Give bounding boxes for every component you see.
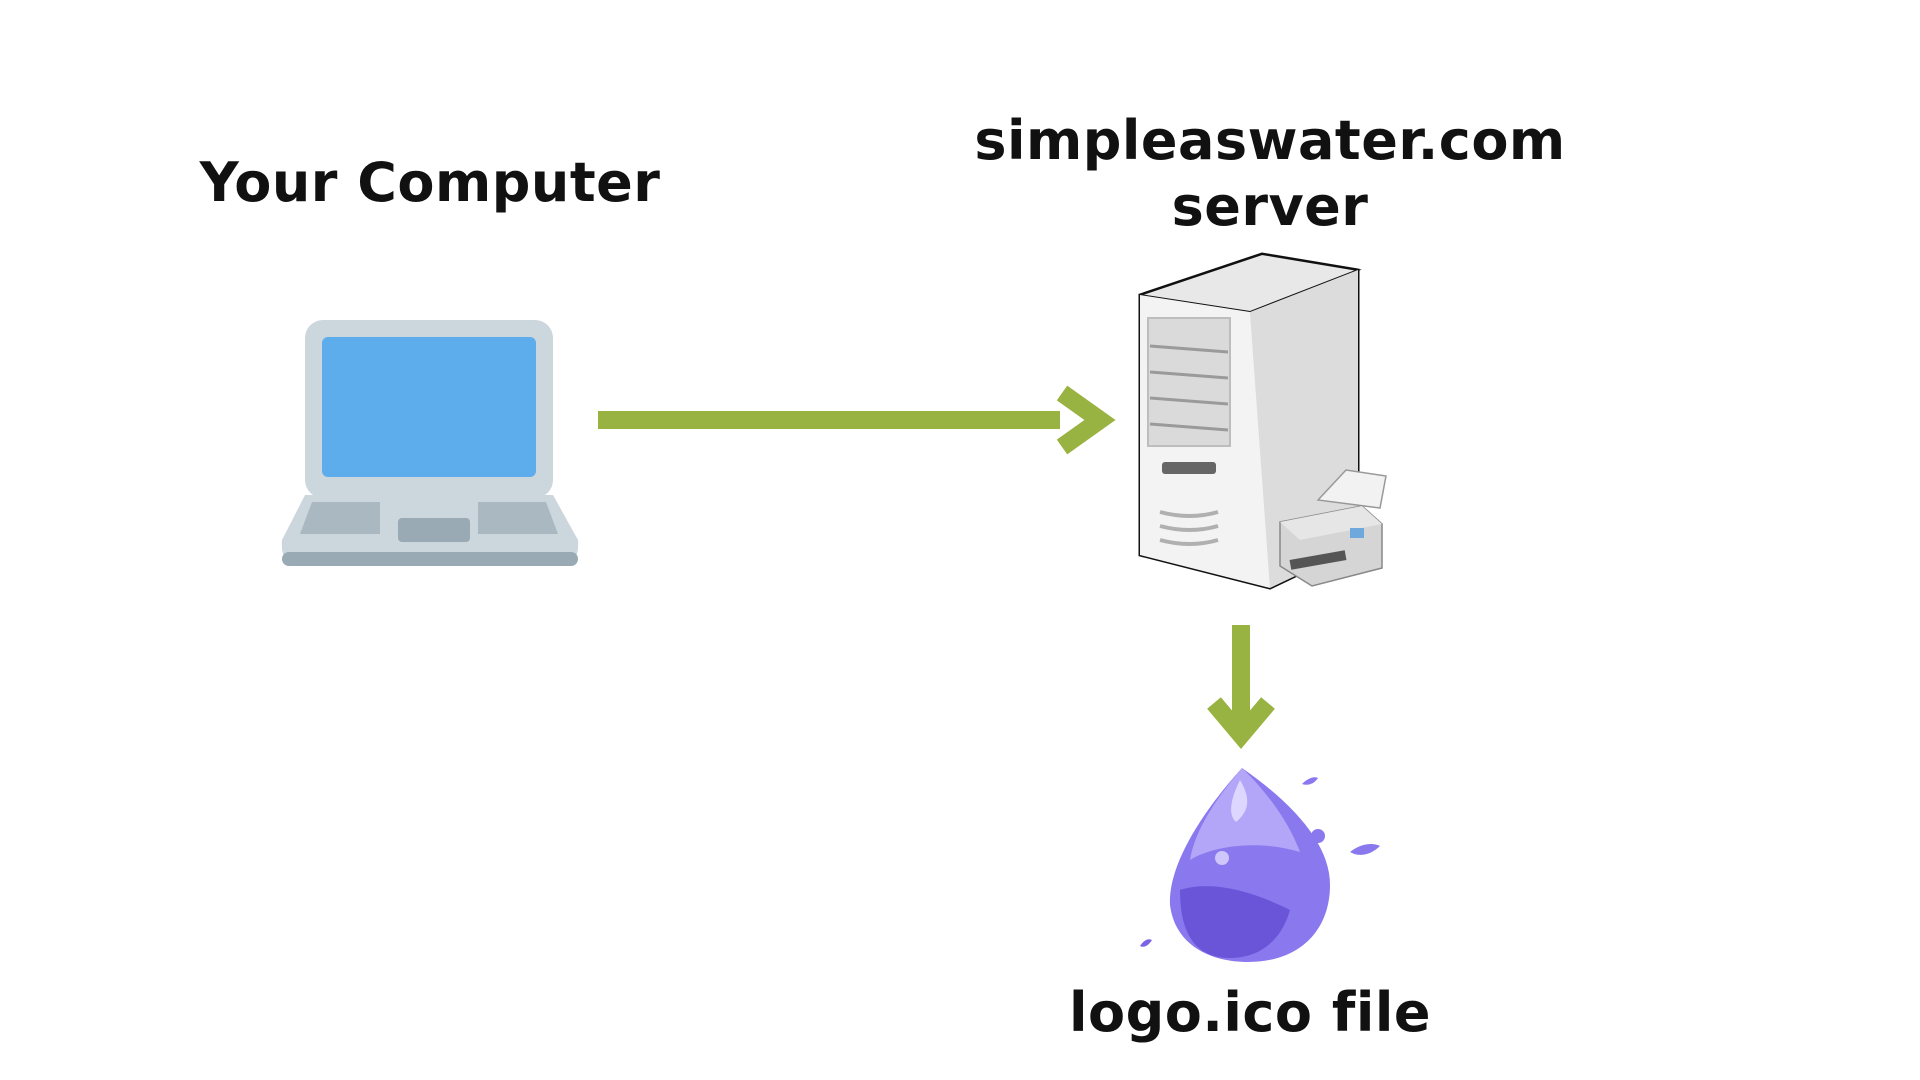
server-label-line2: server bbox=[1171, 175, 1369, 238]
logo-file-label: logo.ico file bbox=[1069, 981, 1431, 1044]
printer-icon bbox=[1279, 469, 1387, 587]
water-drop-logo-icon bbox=[1140, 768, 1380, 962]
server-tower-icon bbox=[1138, 252, 1362, 590]
server-label-line1: simpleaswater.com bbox=[974, 109, 1566, 172]
response-arrow bbox=[1207, 625, 1275, 749]
computer-label: Your Computer bbox=[199, 151, 661, 214]
server-label: simpleaswater.com server bbox=[950, 108, 1590, 240]
request-arrow bbox=[598, 385, 1116, 455]
laptop-icon bbox=[281, 320, 579, 566]
